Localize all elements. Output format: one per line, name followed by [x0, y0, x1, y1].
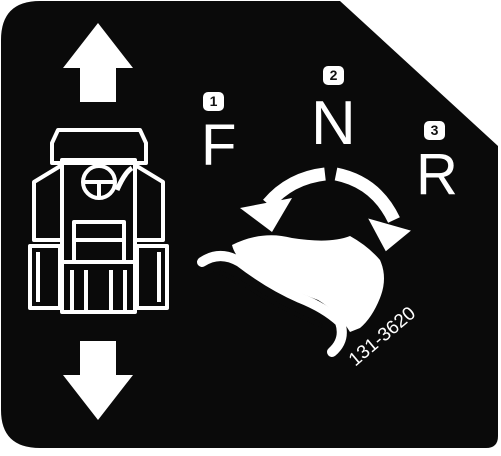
arrow-down-icon	[63, 341, 133, 420]
gear-number-neutral: 2	[323, 66, 344, 85]
decal-background	[1, 1, 498, 448]
gear-number-forward: 1	[203, 92, 224, 111]
shift-arrows-icon	[240, 167, 411, 252]
gear-letter-neutral: N	[311, 89, 356, 158]
foot-pedal-icon	[197, 235, 384, 357]
gear-letter-forward: F	[201, 113, 237, 178]
gear-number-reverse: 3	[424, 121, 445, 140]
tractor-icon	[28, 128, 169, 314]
gear-letter-reverse: R	[416, 142, 458, 207]
arrow-up-icon	[63, 23, 133, 102]
